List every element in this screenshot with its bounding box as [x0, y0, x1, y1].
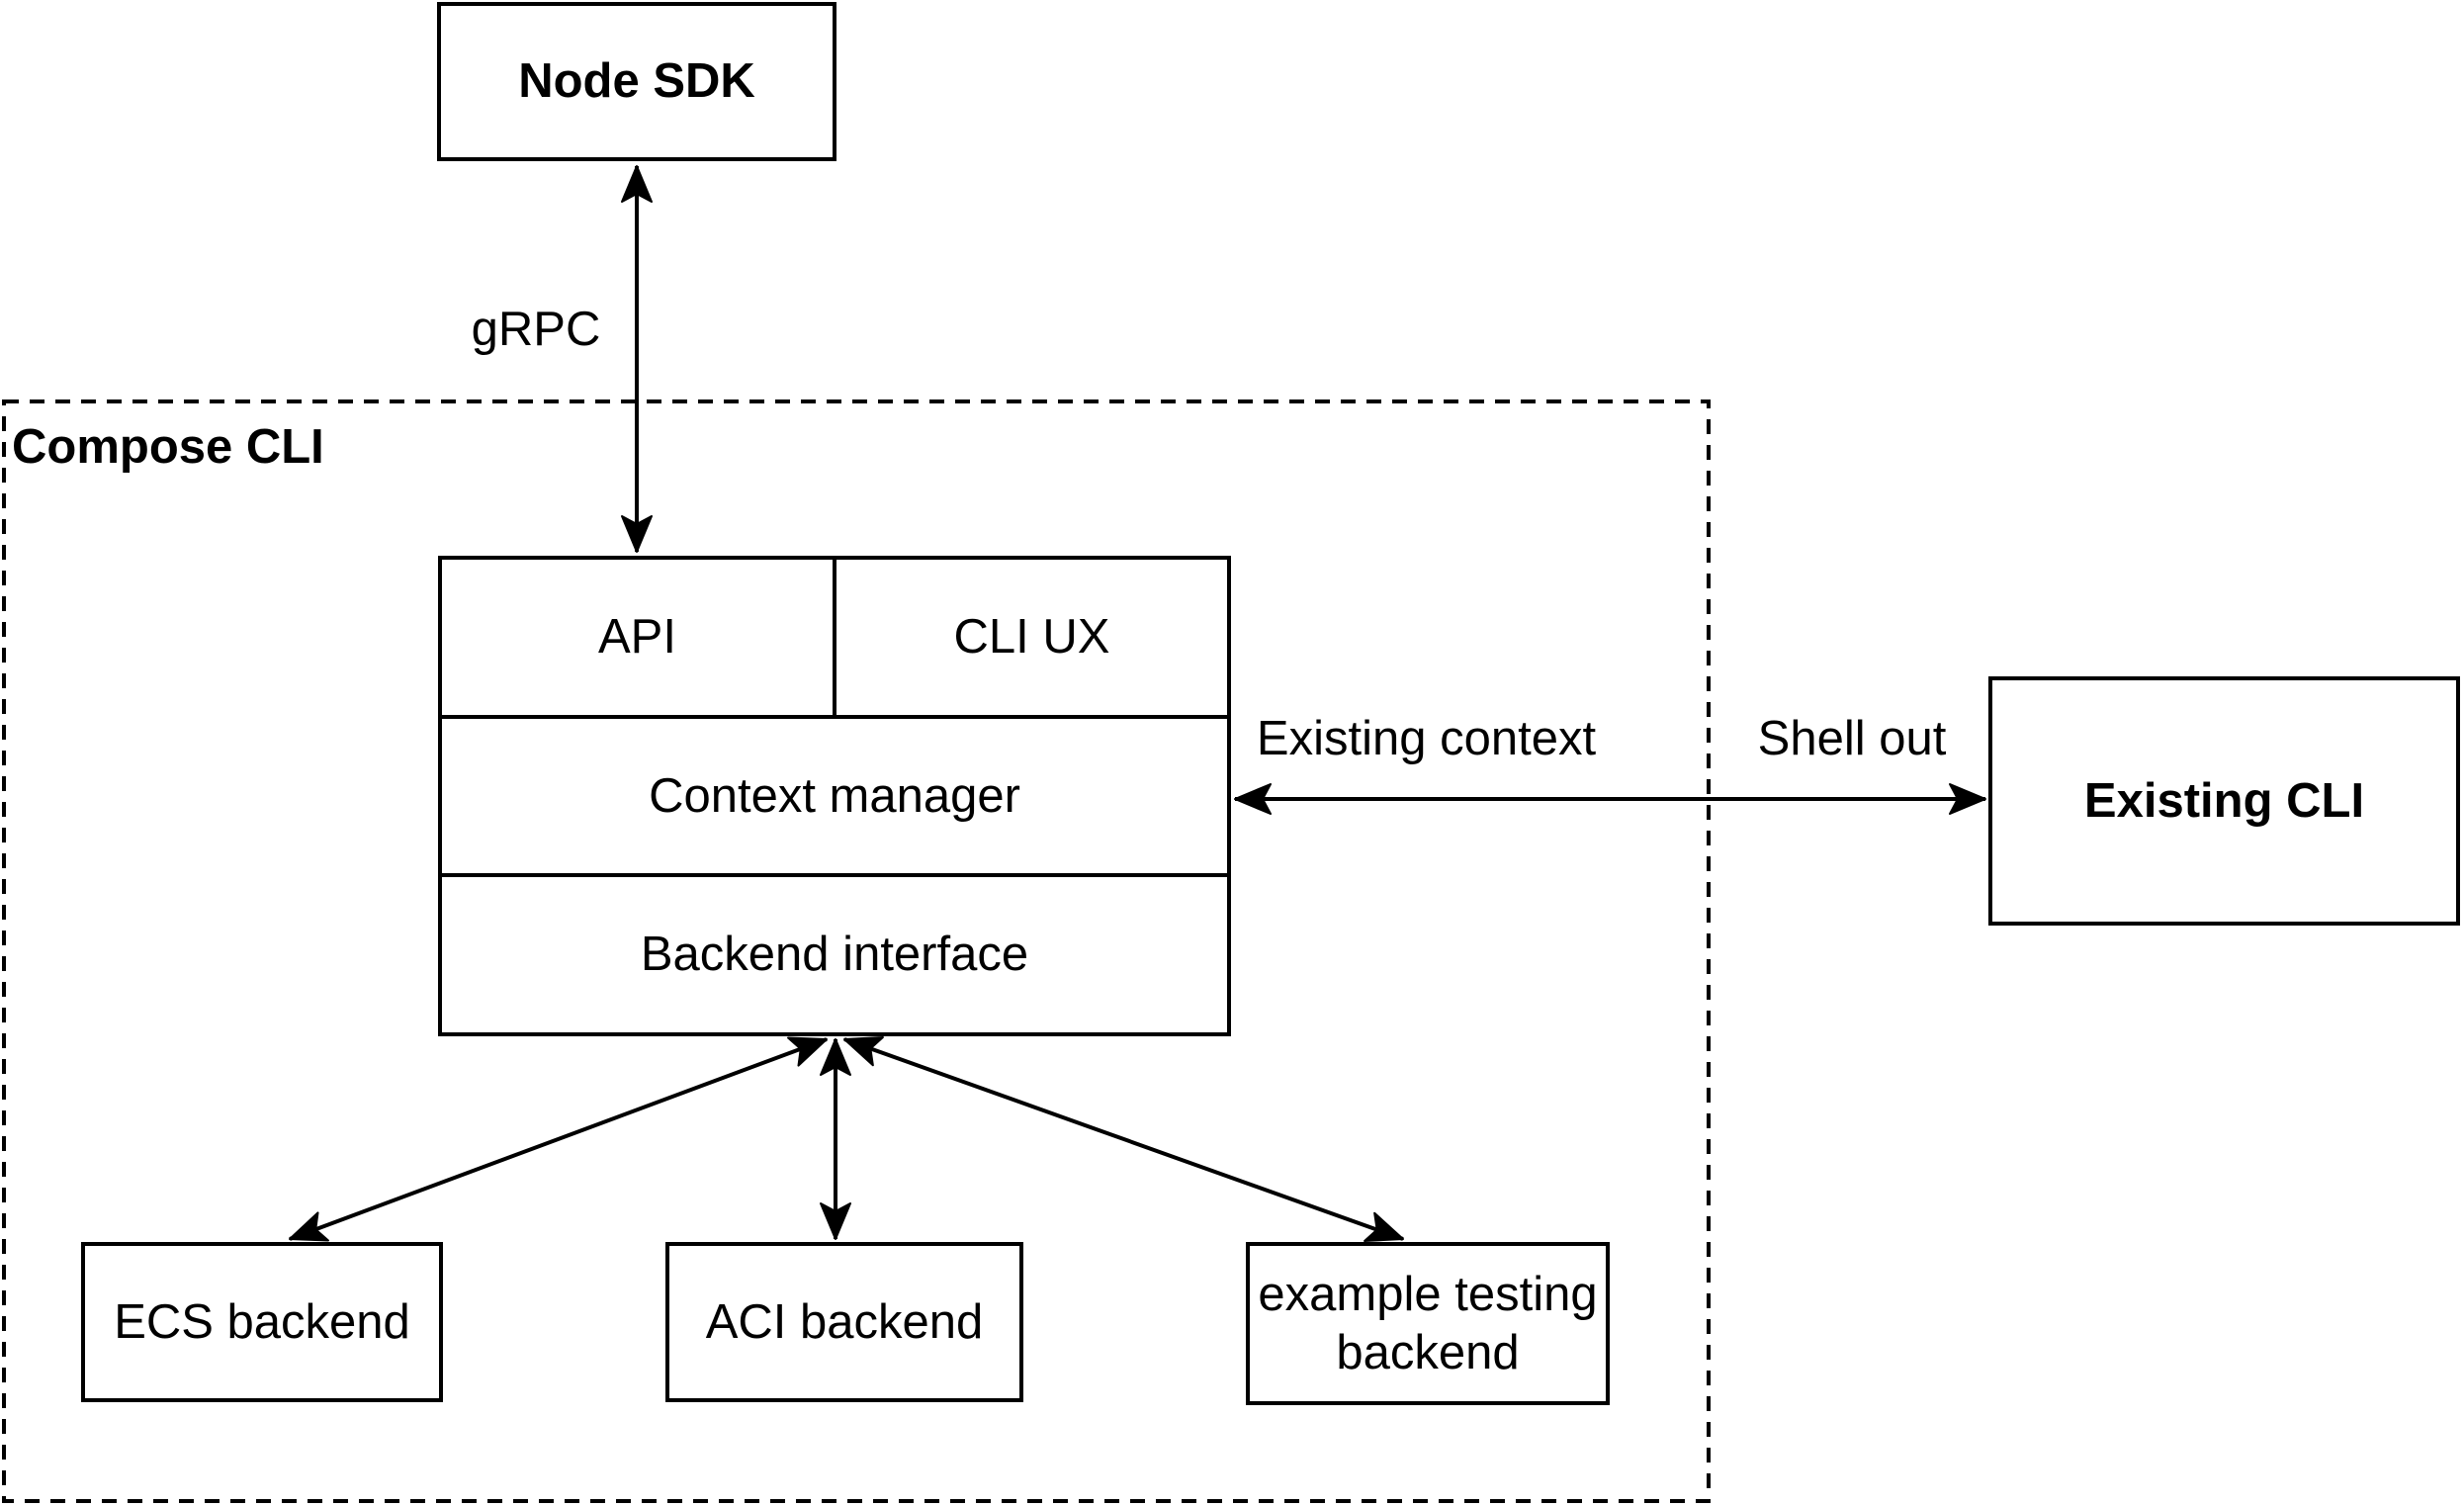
node-sdk-box: Node SDK — [437, 2, 836, 161]
api-label: API — [598, 609, 676, 664]
backend-interface-box: Backend interface — [442, 877, 1227, 1032]
existing-cli-box: Existing CLI — [1988, 676, 2460, 926]
ecs-backend-box: ECS backend — [81, 1242, 443, 1402]
aci-backend-box: ACI backend — [665, 1242, 1023, 1402]
context-manager-box: Context manager — [442, 719, 1227, 878]
shell-out-edge-label: Shell out — [1757, 711, 1947, 765]
backend-example-arrow — [843, 1035, 1404, 1243]
cli-ux-label: CLI UX — [953, 609, 1110, 664]
node-sdk-label: Node SDK — [518, 54, 755, 109]
backend-interface-label: Backend interface — [640, 928, 1029, 982]
context-manager-label: Context manager — [649, 768, 1020, 823]
ecs-backend-label: ECS backend — [114, 1294, 410, 1349]
stack-row-top: API CLI UX — [442, 560, 1227, 719]
example-testing-backend-box: example testing backend — [1246, 1242, 1610, 1405]
compose-cli-component-stack: API CLI UX Context manager Backend inter… — [438, 556, 1231, 1036]
example-testing-backend-label: example testing backend — [1258, 1267, 1598, 1379]
cli-ux-box: CLI UX — [836, 560, 1227, 715]
existing-context-edge-label: Existing context — [1256, 711, 1597, 765]
backend-ecs-arrow — [289, 1036, 828, 1242]
existing-cli-label: Existing CLI — [2083, 773, 2365, 828]
api-box: API — [442, 560, 836, 715]
aci-backend-label: ACI backend — [705, 1294, 984, 1349]
grpc-edge-label: gRPC — [471, 302, 601, 356]
compose-cli-container-label: Compose CLI — [12, 420, 324, 474]
